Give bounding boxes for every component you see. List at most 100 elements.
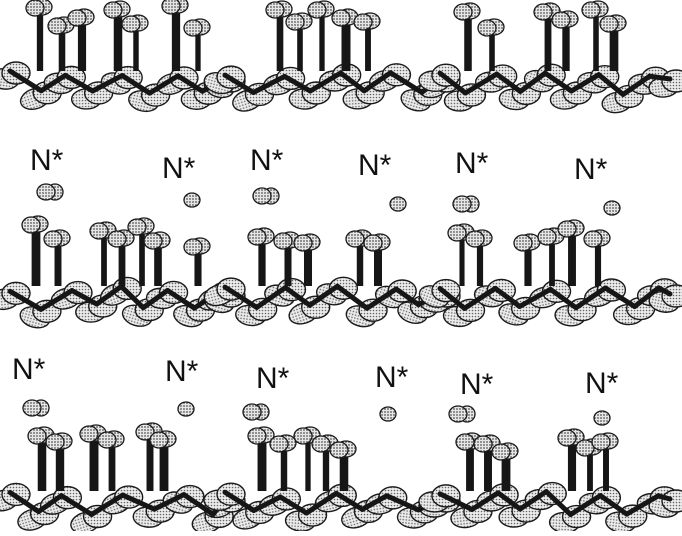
side-chain-stem <box>101 234 107 286</box>
reactive-species-label: N* <box>30 146 63 176</box>
side-chain-head <box>270 436 288 452</box>
side-chain-head <box>144 233 162 249</box>
side-chain-head <box>108 231 126 247</box>
side-chain-stem <box>281 447 287 491</box>
side-chain-stem <box>304 246 312 286</box>
side-chain-stem <box>489 31 495 71</box>
reactive-species-label: N* <box>455 149 488 179</box>
side-chain-head <box>330 442 348 458</box>
side-chain-head <box>332 10 350 26</box>
side-chain-stem <box>374 246 382 286</box>
reactive-species-label: N* <box>358 151 391 181</box>
side-chain-stem <box>568 441 576 491</box>
side-chain-stem <box>32 228 41 286</box>
side-chain-stem <box>90 437 99 491</box>
reactive-species-label: N* <box>12 355 45 385</box>
reactive-species-label: N* <box>162 154 195 184</box>
side-chain-stem <box>459 236 464 286</box>
reactive-species-label: N* <box>375 363 408 393</box>
side-chain-head <box>558 430 576 446</box>
side-chain-stem <box>133 27 138 71</box>
side-chain-head <box>162 0 180 14</box>
side-chain-head <box>90 223 108 239</box>
side-chain-head <box>584 231 602 247</box>
side-chain-head <box>128 219 146 235</box>
side-chain-head <box>354 14 372 30</box>
side-chain-stem <box>160 443 169 491</box>
side-chain-head <box>294 235 312 251</box>
side-chain-head <box>122 16 140 32</box>
side-chain-stem <box>297 25 303 71</box>
side-chain-head <box>552 12 570 28</box>
side-chain-stem <box>258 439 267 491</box>
side-chain-stem <box>323 447 329 491</box>
side-chain-head <box>80 426 98 442</box>
side-chain-head <box>514 235 532 251</box>
side-chain-head <box>346 231 364 247</box>
side-chain-stem <box>587 451 593 491</box>
side-chain-stem <box>595 242 601 286</box>
side-chain-stem <box>305 439 310 491</box>
reactive-species-label: N* <box>256 364 289 394</box>
side-chain-head <box>98 432 116 448</box>
side-chain-stem <box>484 447 492 491</box>
side-chain-head <box>492 444 510 460</box>
side-chain-head <box>274 233 292 249</box>
side-chain-stem <box>38 439 47 491</box>
side-chain-head <box>448 225 466 241</box>
side-chain-stem <box>114 13 123 71</box>
side-chain-stem <box>342 21 351 71</box>
backbone-bond <box>658 496 670 499</box>
side-chain-head <box>266 2 284 18</box>
side-chain-stem <box>524 246 531 286</box>
side-chain-stem <box>194 250 201 286</box>
side-chain-head <box>592 434 610 450</box>
side-chain-stem <box>603 445 609 491</box>
side-chain-head <box>104 2 122 18</box>
radical-particle <box>23 400 41 416</box>
side-chain-stem <box>258 240 265 286</box>
side-chain-head <box>308 2 326 18</box>
side-chain-head <box>456 434 474 450</box>
side-chain-head <box>248 229 266 245</box>
side-chain-stem <box>593 13 599 71</box>
side-chain-head <box>68 10 86 26</box>
side-chain-stem <box>284 244 291 286</box>
reactive-species-label: N* <box>585 369 618 399</box>
side-chain-head <box>582 2 600 18</box>
side-chain-stem <box>357 242 363 286</box>
side-chain-stem <box>549 240 555 286</box>
side-chain-stem <box>55 242 62 286</box>
side-chain-head <box>312 436 330 452</box>
side-chain-head <box>26 0 44 16</box>
backbone-bond <box>650 76 670 79</box>
side-chain-head <box>364 235 382 251</box>
side-chain-head <box>474 436 492 452</box>
side-chain-head <box>534 4 552 20</box>
side-chain-stem <box>562 23 569 71</box>
reactive-species-label: N* <box>574 155 607 185</box>
side-chain-stem <box>119 242 126 286</box>
side-chain-stem <box>466 445 474 491</box>
radical-particle <box>594 411 610 425</box>
side-chain-head <box>46 434 64 450</box>
side-chain-stem <box>154 244 162 286</box>
side-chain-head <box>294 428 312 444</box>
side-chain-head <box>558 221 576 237</box>
side-chain-head <box>286 14 304 30</box>
side-chain-head <box>248 428 266 444</box>
reactive-species-label: N* <box>460 370 493 400</box>
radical-particle <box>37 184 55 200</box>
side-chain-head <box>600 16 618 32</box>
side-chain-head <box>184 239 202 255</box>
reactive-species-label: N* <box>250 146 283 176</box>
side-chain-stem <box>78 21 86 71</box>
side-chain-head <box>454 4 472 20</box>
side-chain-head <box>48 18 66 34</box>
side-chain-stem <box>195 31 200 71</box>
radical-particle <box>453 196 471 212</box>
side-chain-head <box>150 432 168 448</box>
side-chain-stem <box>568 232 576 286</box>
